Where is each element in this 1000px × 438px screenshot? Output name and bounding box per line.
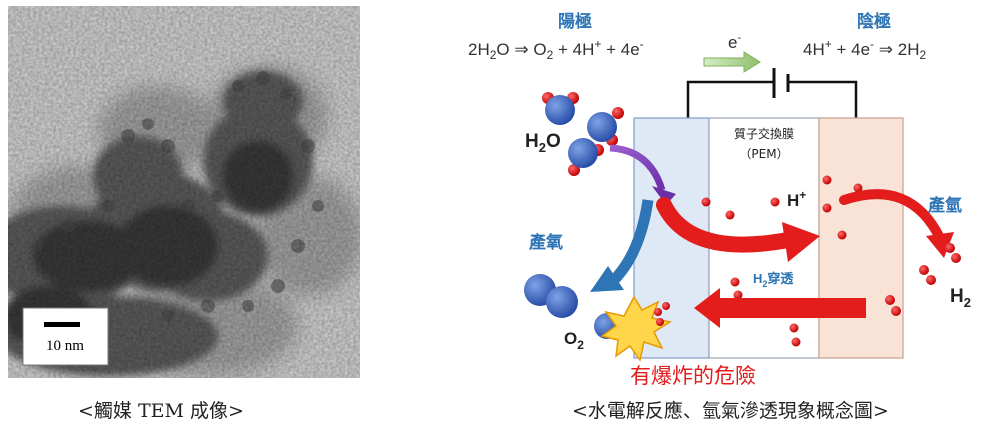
- scale-bar: 10 nm: [22, 307, 109, 366]
- anode-equation: 2H2O ⇒ O2 + 4H+ + 4e-: [468, 37, 644, 62]
- scale-bar-label: 10 nm: [46, 338, 84, 354]
- proton-transport-arrow: [656, 197, 796, 253]
- tem-caption: <觸媒 TEM 成像>: [78, 400, 244, 422]
- electron-flow-arrow: [703, 51, 761, 73]
- produce-oxygen-label: 產氧: [529, 232, 563, 253]
- water-flow-arrow: [609, 144, 666, 192]
- cathode-compartment: [818, 117, 904, 359]
- explosion-icon: [600, 295, 672, 362]
- cathode-equation: 4H+ + 4e- ⇒ 2H2: [803, 37, 926, 62]
- proton-transport-arrowhead: [782, 222, 820, 262]
- diagram-caption: <水電解反應、氫氣滲透現象概念圖>: [572, 400, 889, 422]
- electron-label: e-: [728, 32, 741, 52]
- hydrogen-permeation-arrow: [694, 288, 866, 328]
- cathode-title: 陰極: [857, 11, 891, 32]
- electrolysis-diagram: 陽極 陰極 2H2O ⇒ O2 + 4H+ + 4e- 4H+ + 4e- ⇒ …: [468, 11, 971, 388]
- pem-label: 質子交換膜: [734, 126, 794, 141]
- hydrogen-molecules: [885, 243, 961, 316]
- oxygen-flow-arrow: [608, 199, 654, 286]
- oxygen-label: O2: [564, 329, 584, 352]
- tem-micrograph: 10 nm: [8, 6, 360, 378]
- protons: [701, 175, 863, 347]
- hydrogen-flow-arrow: [839, 189, 945, 243]
- anode-title: 陽極: [558, 11, 592, 32]
- oxygen-flow-arrowhead: [590, 266, 624, 292]
- permeation-label: H2穿透: [753, 271, 793, 289]
- proton-label: H+: [787, 188, 806, 210]
- power-circuit: [686, 68, 858, 120]
- hydrogen-flow-arrowhead: [926, 232, 954, 258]
- produce-hydrogen-label: 產氫: [928, 195, 962, 216]
- water-molecules: [542, 92, 624, 176]
- water-label: H2O: [525, 131, 561, 155]
- hydrogen-label: H2: [950, 286, 971, 310]
- pem-abbrev: （PEM）: [739, 147, 788, 161]
- explosion-warning: 有爆炸的危險: [630, 364, 756, 388]
